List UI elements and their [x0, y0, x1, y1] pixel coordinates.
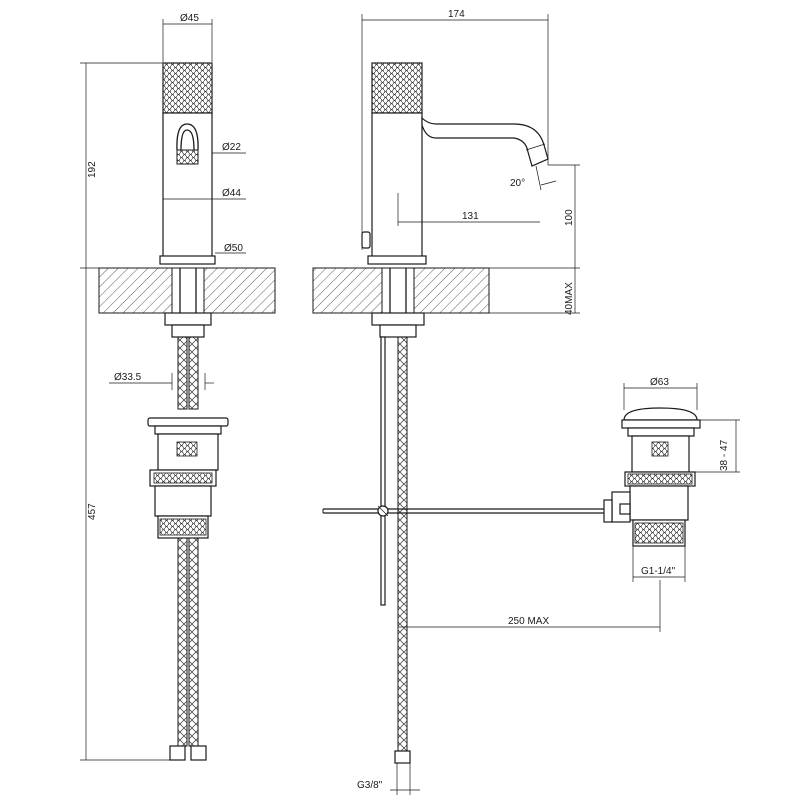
spout-height-label: 100	[564, 209, 575, 226]
reach-label: 131	[462, 211, 479, 222]
base-front	[159, 255, 216, 265]
angle-label: 20°	[510, 178, 525, 189]
hose-right-lower	[188, 537, 199, 747]
knurled-handle	[162, 62, 213, 114]
height-below-label: 457	[87, 503, 98, 520]
height-above-label: 192	[87, 161, 98, 178]
waste-cap	[623, 407, 698, 421]
waste-cap-front	[147, 417, 229, 427]
hose-left-upper	[177, 336, 188, 410]
inlet-thread-label: G3/8"	[357, 780, 383, 791]
hose-fitting-side	[394, 750, 411, 764]
front-view: Ø45 Ø22 Ø44 Ø50 192	[80, 13, 276, 761]
cap-height-label: 38 - 47	[719, 439, 730, 471]
popup-knob	[361, 231, 371, 249]
waste-view: Ø63 38 - 47 G1-1/4"	[603, 377, 740, 582]
rod-distance-label: 250 MAX	[508, 616, 549, 627]
dia-body-label: Ø44	[222, 188, 241, 199]
hose-left-lower	[177, 537, 188, 747]
dia-cap-label: Ø63	[650, 377, 669, 388]
waste-body	[629, 485, 689, 521]
pull-rod	[380, 336, 386, 606]
dia-spout-label: Ø22	[222, 142, 241, 153]
side-view: 174 20° 131 100 40MAX	[312, 9, 661, 795]
dia-base-label: Ø50	[224, 243, 243, 254]
dia-top-label: Ø45	[180, 13, 199, 24]
spout-side	[421, 116, 549, 167]
fix-nut-side	[371, 312, 425, 326]
aerator-front	[176, 149, 199, 165]
hose-fitting-left	[169, 745, 186, 761]
base-side	[367, 255, 427, 265]
fix-nut-front	[164, 312, 212, 326]
faucet-body-front	[162, 112, 213, 264]
thread-label: G1-1/4"	[641, 566, 676, 577]
hose-side	[397, 336, 408, 752]
deck-thickness-label: 40MAX	[564, 282, 575, 315]
spout-front	[176, 123, 199, 151]
knurled-handle-side	[371, 62, 423, 114]
hose-right-upper	[188, 336, 199, 410]
faucet-body-side	[371, 112, 423, 264]
dia-shank-label: Ø33.5	[114, 372, 142, 383]
hose-fitting-right	[190, 745, 207, 761]
depth-label: 174	[448, 9, 465, 20]
